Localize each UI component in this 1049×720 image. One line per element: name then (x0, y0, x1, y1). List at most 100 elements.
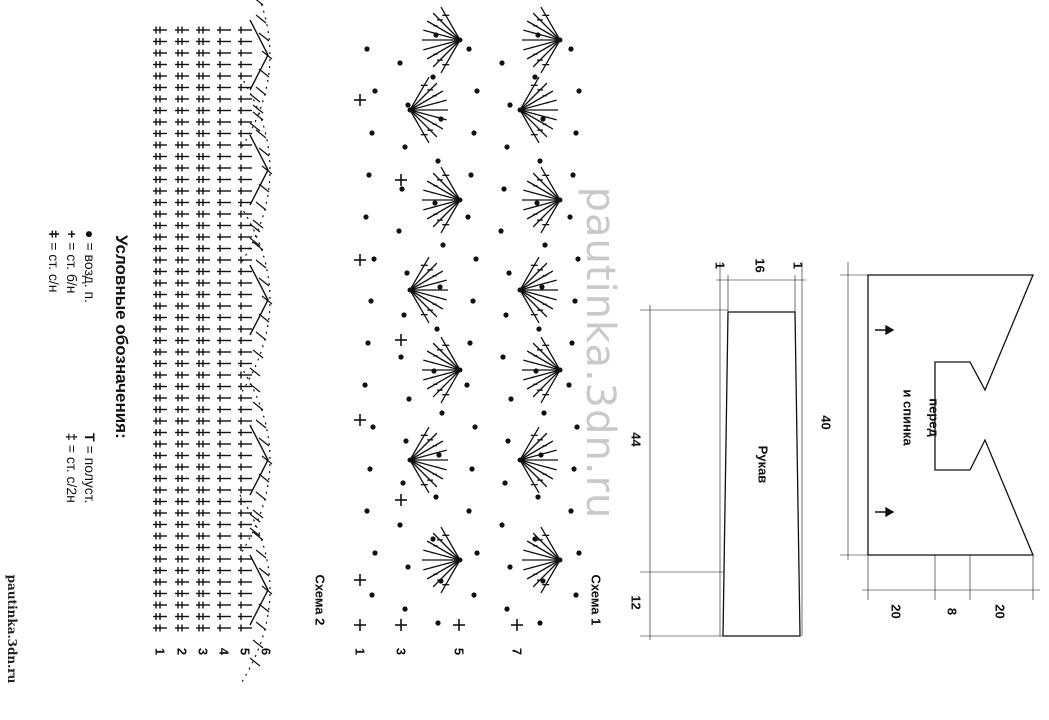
stitch-mark (153, 141, 167, 149)
stitch-mark (175, 590, 189, 597)
stitch-mark (217, 256, 231, 264)
chain-dot (431, 368, 437, 374)
stitch-mark (196, 440, 210, 448)
stitch-mark (238, 383, 252, 390)
scheme-2-row-number: 5 (237, 647, 253, 656)
stitch-mark (238, 314, 252, 321)
stitch-mark (238, 325, 252, 333)
stitch-mark (217, 268, 231, 275)
chain-dot (401, 312, 407, 318)
stitch-mark (153, 613, 167, 620)
fan-motif (422, 336, 463, 404)
stitch-mark (238, 440, 252, 448)
stitch-mark (196, 233, 210, 241)
scallop-stitch (252, 531, 264, 541)
sleeve-outline (722, 311, 801, 637)
sc-cross (395, 619, 407, 631)
stitch-mark (238, 463, 252, 471)
stitch-mark (196, 61, 210, 68)
scallop-stitch (249, 513, 261, 523)
stitch-mark (175, 486, 189, 494)
stitch-mark (217, 199, 231, 206)
stitch-mark (175, 72, 189, 80)
legend-text: = полуст. (82, 445, 98, 504)
stitch-mark (238, 176, 252, 183)
stitch-mark (175, 383, 189, 390)
stitch-mark (153, 440, 167, 448)
fan-motif (422, 6, 463, 74)
chain-dot (372, 550, 378, 556)
stitch-mark (196, 452, 210, 459)
legend-item: += ст. б/н (64, 230, 80, 390)
stitch-mark (175, 268, 189, 275)
stitch-mark (153, 360, 167, 367)
stitch-mark (153, 26, 167, 34)
stitch-mark (153, 521, 167, 528)
sleeve-edge-right: 1 (790, 261, 806, 270)
stitch-mark (196, 302, 210, 310)
scallop-stitch (255, 86, 267, 96)
stitch-mark (153, 233, 167, 241)
stitch-mark (153, 394, 167, 402)
scallop-stitch (258, 183, 270, 193)
stitch-mark (196, 84, 210, 91)
chain-dot (433, 32, 439, 38)
chain-dot (573, 592, 579, 598)
chain-dot (502, 480, 508, 486)
stitch-mark (153, 348, 167, 356)
chain-dot (397, 60, 403, 66)
scallop-stitch (249, 367, 261, 377)
sc-cross (354, 574, 366, 586)
legend-symbol: ǂ (46, 230, 62, 239)
stitch-mark (196, 72, 210, 80)
legend-text: = ст. с/н (46, 242, 62, 293)
stitch-mark (196, 199, 210, 206)
chain-dot (440, 242, 446, 248)
chain-dot (540, 116, 546, 122)
stitch-mark (175, 417, 189, 425)
stitch-mark (238, 210, 252, 218)
stitch-mark (217, 302, 231, 310)
stitch-mark (217, 555, 231, 563)
stitch-mark (196, 153, 210, 160)
scallop-stitch (258, 32, 270, 42)
scallop-stitch (252, 509, 264, 519)
stitch-mark (153, 555, 167, 563)
stitch-mark (238, 624, 252, 632)
chain-dot (471, 130, 477, 136)
stitch-mark (175, 406, 189, 413)
scallop-stitch (255, 129, 267, 139)
scallop-stitch (249, 122, 261, 132)
stitch-mark (238, 291, 252, 298)
scheme-1-row-number: 5 (451, 647, 467, 656)
stitch-mark (196, 222, 210, 229)
scallop-stitch (261, 455, 273, 465)
stitch-mark (175, 325, 189, 333)
stitch-mark (238, 61, 252, 68)
stitch-mark (153, 176, 167, 183)
chain-dot (438, 116, 444, 122)
stitch-mark (196, 486, 210, 494)
chain-dot (468, 172, 474, 178)
stitch-mark (238, 26, 252, 34)
chain-dot (399, 186, 405, 192)
stitch-mark (217, 429, 231, 436)
stitch-mark (153, 95, 167, 103)
stitch-mark (196, 383, 210, 390)
scallop-stitch (261, 585, 273, 595)
scallop-stitch (261, 165, 273, 175)
stitch-mark (175, 440, 189, 448)
fan-motif (517, 426, 558, 494)
stitch-mark (153, 452, 167, 459)
stitch-mark (196, 417, 210, 425)
scheme-2-grid (153, 0, 273, 686)
stitch-mark (217, 153, 231, 160)
chain-dot (435, 620, 441, 626)
chain-dot (473, 256, 479, 262)
stitch-mark (238, 233, 252, 241)
chain-dot (533, 368, 539, 374)
chain-dot (574, 424, 580, 430)
scallop-inner (249, 264, 269, 336)
stitch-mark (196, 429, 210, 436)
